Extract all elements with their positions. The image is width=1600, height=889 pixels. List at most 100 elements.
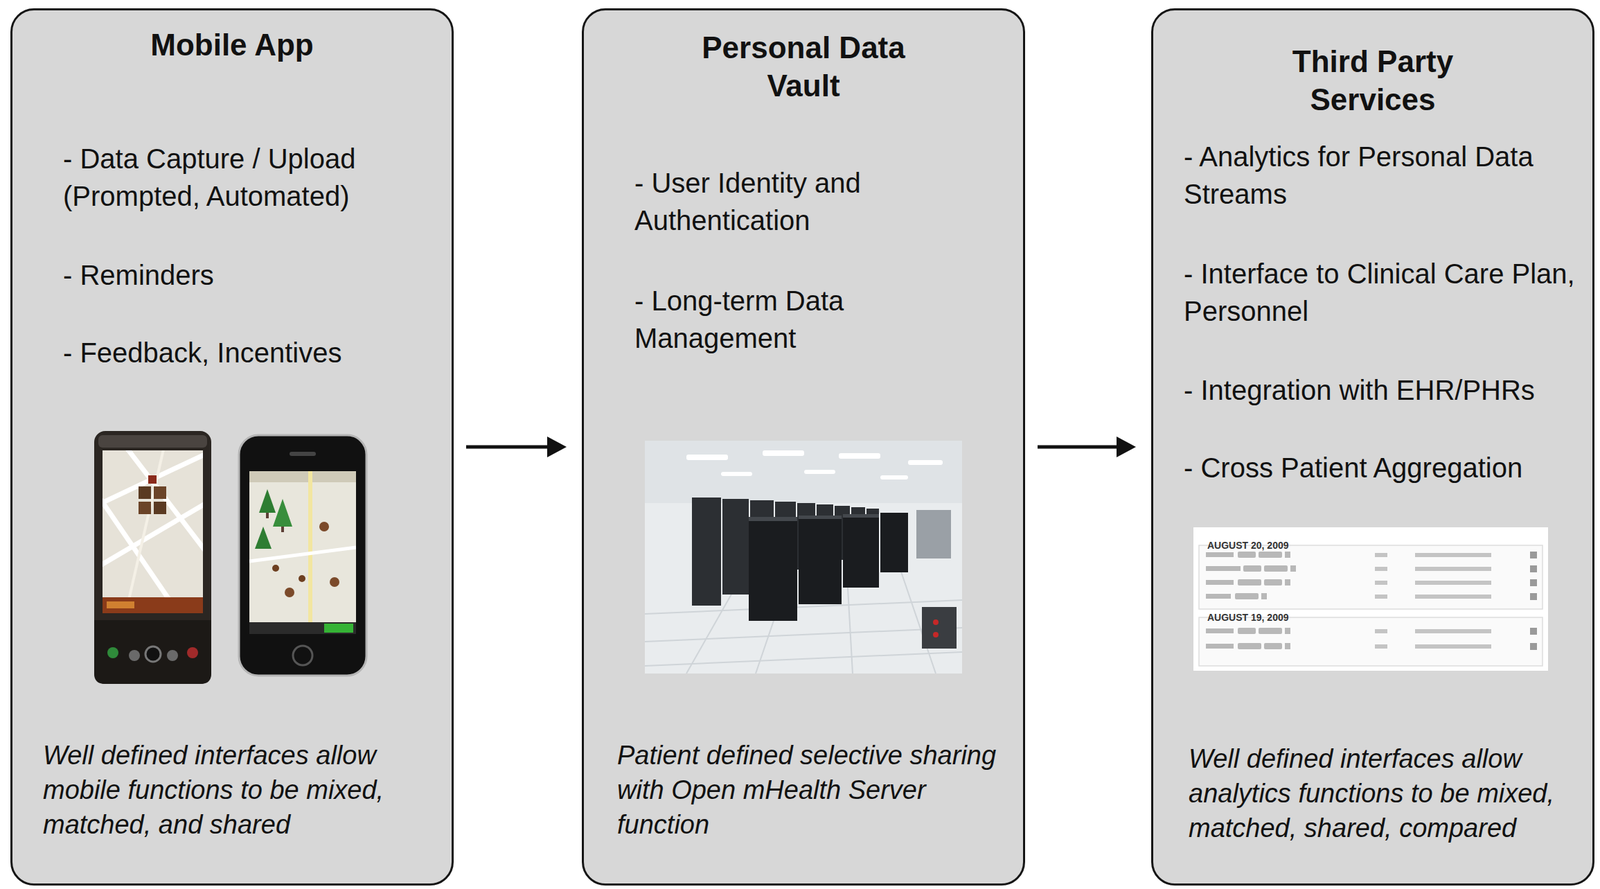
illustration-part	[1237, 642, 1262, 650]
illustration-part	[748, 512, 909, 621]
illustration-part	[1258, 627, 1283, 634]
arrow-head	[1116, 436, 1136, 458]
illustration-part	[259, 489, 276, 513]
illustration-part	[1205, 551, 1296, 650]
box-heading: Third Party Services	[1250, 42, 1496, 119]
illustration-part	[686, 450, 943, 480]
bullet-item: - Interface to Clinical Care Plan, Perso…	[1183, 254, 1586, 330]
illustration-part	[748, 516, 798, 621]
bullet-item: - Data Capture / Upload (Prompted, Autom…	[63, 139, 396, 215]
illustration-part	[265, 512, 269, 519]
date-label: AUGUST 19, 2009	[1207, 611, 1290, 623]
illustration-part	[106, 601, 135, 609]
illustration-part	[1258, 551, 1283, 558]
illustration-part	[153, 486, 167, 499]
illustration-part	[324, 623, 354, 633]
illustration-part	[319, 521, 330, 532]
illustration-part	[102, 597, 203, 613]
illustration-part	[1237, 627, 1256, 634]
illustration-part	[329, 576, 340, 587]
server-room-photo	[644, 440, 963, 674]
process-box: Personal Data Vault - User Identity and A…	[581, 8, 1026, 886]
illustration-part	[1261, 592, 1267, 600]
illustration-part	[1374, 552, 1388, 557]
illustration-part	[1264, 642, 1283, 650]
illustration-part	[138, 486, 151, 499]
illustration-part	[1284, 642, 1291, 650]
illustration-part	[762, 450, 805, 456]
illustration-part	[1415, 566, 1492, 571]
illustration-part	[254, 526, 272, 549]
arrow-head	[547, 436, 567, 458]
illustration-part	[292, 645, 313, 665]
arrow-line	[1037, 445, 1123, 449]
illustration-part	[1205, 565, 1241, 571]
illustration-part	[249, 470, 357, 483]
bullet-item: - Cross Patient Aggregation	[1183, 448, 1586, 487]
box-heading: Personal Data Vault	[680, 28, 927, 105]
illustration-part	[721, 471, 753, 476]
illustration-part	[921, 606, 957, 649]
illustration-part	[102, 491, 186, 613]
illustration-part	[1284, 551, 1291, 558]
illustration-part	[298, 574, 306, 582]
illustration-part	[1530, 551, 1537, 559]
illustration-part	[148, 475, 157, 484]
illustration-part	[842, 513, 879, 518]
bullet-item: - Feedback, Incentives	[63, 333, 396, 372]
illustration-part	[804, 469, 836, 474]
illustration-part	[1237, 551, 1256, 558]
illustration-part	[102, 498, 203, 568]
box-caption: Patient defined selective sharing with O…	[617, 737, 1006, 842]
illustration-part	[107, 646, 119, 659]
illustration-part	[1415, 580, 1492, 585]
illustration-part	[1205, 643, 1234, 649]
illustration-part	[1530, 592, 1537, 600]
bullet-item: - User Identity and Authentication	[634, 164, 954, 239]
illustration-part	[916, 509, 951, 559]
illustration-part	[1234, 592, 1259, 600]
illustration-part	[1205, 552, 1234, 557]
illustration-part	[1374, 580, 1388, 585]
illustration-part	[722, 498, 749, 595]
illustration-part	[1205, 593, 1231, 599]
illustration-part	[281, 526, 284, 532]
box-heading: Mobile App	[12, 27, 452, 64]
illustration-part	[1374, 628, 1388, 634]
process-box: Third Party Services- Analytics for Pers…	[1151, 8, 1595, 886]
illustration-part	[1193, 527, 1549, 671]
illustration-part	[249, 470, 357, 634]
illustration-part	[644, 627, 963, 642]
illustration-part	[187, 646, 199, 659]
arrow-line	[466, 445, 553, 449]
illustration-part	[1264, 579, 1283, 586]
illustration-part	[1374, 566, 1388, 571]
illustration-part	[932, 619, 939, 625]
illustration-part	[798, 515, 842, 519]
process-box: Mobile App - Data Capture / Upload (Promp…	[10, 8, 454, 886]
illustration-part	[284, 587, 295, 598]
illustration-part	[138, 501, 151, 514]
illustration-part	[1290, 565, 1296, 572]
illustration-part	[1415, 644, 1492, 649]
illustration-part	[1198, 617, 1543, 666]
illustration-part	[880, 475, 909, 480]
illustration-part	[1198, 545, 1543, 609]
illustration-part	[1530, 642, 1537, 650]
illustration-part	[249, 470, 357, 634]
illustration-part	[798, 515, 842, 604]
illustration-part	[102, 450, 203, 613]
box-caption: Well defined interfaces allow mobile fun…	[42, 737, 438, 842]
flow-arrow	[1037, 436, 1136, 458]
bullet-item: - Integration with EHR/PHRs	[1183, 371, 1586, 409]
illustration-part	[272, 498, 293, 527]
illustration-part	[748, 516, 798, 521]
bullet-item: - Reminders	[63, 256, 396, 294]
bullet-item: - Long-term Data Management	[634, 281, 954, 357]
illustration-part	[1243, 565, 1262, 572]
illustration-part	[1374, 552, 1492, 649]
illustration-part	[644, 440, 963, 503]
illustration-part	[1530, 565, 1537, 573]
illustration-part	[249, 621, 357, 634]
illustration-part	[249, 547, 357, 562]
